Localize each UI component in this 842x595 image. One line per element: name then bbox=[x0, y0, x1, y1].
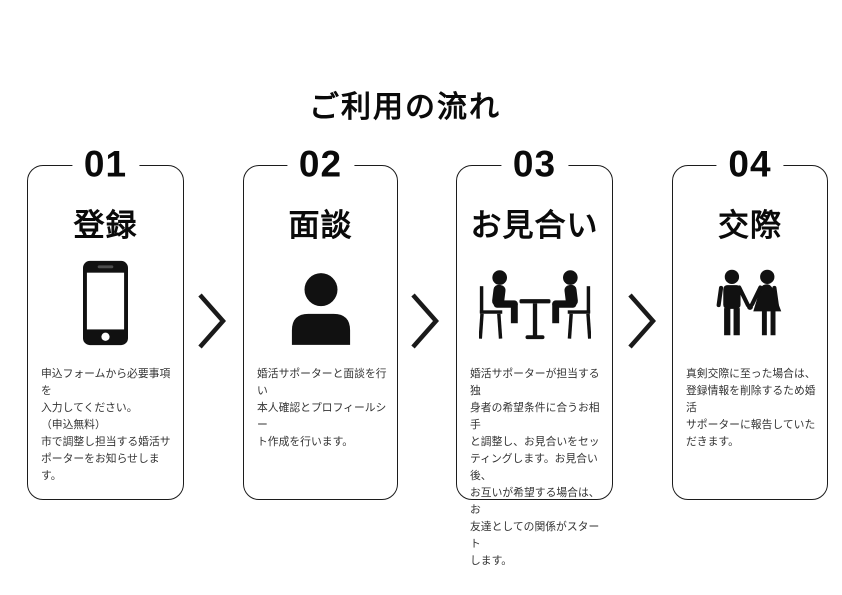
step-heading: 面談 bbox=[288, 208, 353, 243]
step-heading: 登録 bbox=[73, 208, 138, 243]
person-icon bbox=[244, 252, 397, 346]
step-card-4: 04 交際 bbox=[672, 145, 828, 500]
step-number: 02 bbox=[286, 145, 355, 183]
chevron-right-icon bbox=[628, 293, 657, 349]
step-description: 婚活サポーターが担当する独 身者の希望条件に合うお相手 と調整し、お見合いをセッ… bbox=[470, 368, 600, 567]
smartphone-icon bbox=[28, 252, 183, 346]
meeting-table-icon bbox=[457, 252, 612, 346]
page-title: ご利用の流れ bbox=[309, 91, 501, 124]
chevron-right-icon bbox=[411, 293, 440, 349]
step-card-1: 01 登録 申込フォームから必要事項を 入力してください。 （申込無料） 市で調… bbox=[27, 145, 184, 500]
step-description: 申込フォームから必要事項を 入力してください。 （申込無料） 市で調整し担当する… bbox=[41, 368, 171, 482]
step-card-2: 02 面談 婚活サポーターと面談を行い 本人確認とプロフィールシー ト作成を行い… bbox=[243, 145, 398, 500]
step-description: 婚活サポーターと面談を行い 本人確認とプロフィールシー ト作成を行います。 bbox=[257, 368, 387, 448]
step-heading: お見合い bbox=[470, 208, 599, 243]
step-number: 03 bbox=[500, 145, 569, 183]
step-heading: 交際 bbox=[718, 208, 782, 243]
step-description: 真剣交際に至った場合は、 登録情報を削除するため婚活 サポーターに報告していた … bbox=[686, 368, 816, 448]
step-card-3: 03 お見合い bbox=[456, 145, 613, 567]
chevron-right-icon bbox=[198, 293, 227, 349]
step-number: 01 bbox=[71, 145, 140, 183]
step-number: 04 bbox=[716, 145, 784, 183]
couple-icon bbox=[673, 252, 827, 346]
